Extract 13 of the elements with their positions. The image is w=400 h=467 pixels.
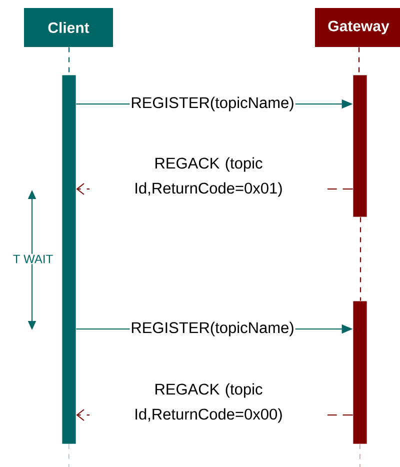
message-label: REGACK (topic Id,ReturnCode=0x01) xyxy=(90,156,328,198)
activation-bar xyxy=(352,74,368,218)
time-label: T WAIT xyxy=(12,254,54,264)
lifeline xyxy=(360,217,362,301)
activation-bar xyxy=(352,300,368,444)
lifeline-header: Client xyxy=(24,8,113,47)
message-label: REGISTER(topicName) xyxy=(130,96,296,112)
lifeline xyxy=(358,47,360,75)
activation-bar xyxy=(62,74,76,444)
message-label: REGACK (topic Id,ReturnCode=0x00) xyxy=(90,382,328,424)
lifeline-header: Gateway xyxy=(315,8,400,47)
lifeline xyxy=(68,47,70,75)
message-label: REGISTER(topicName) xyxy=(130,320,296,338)
